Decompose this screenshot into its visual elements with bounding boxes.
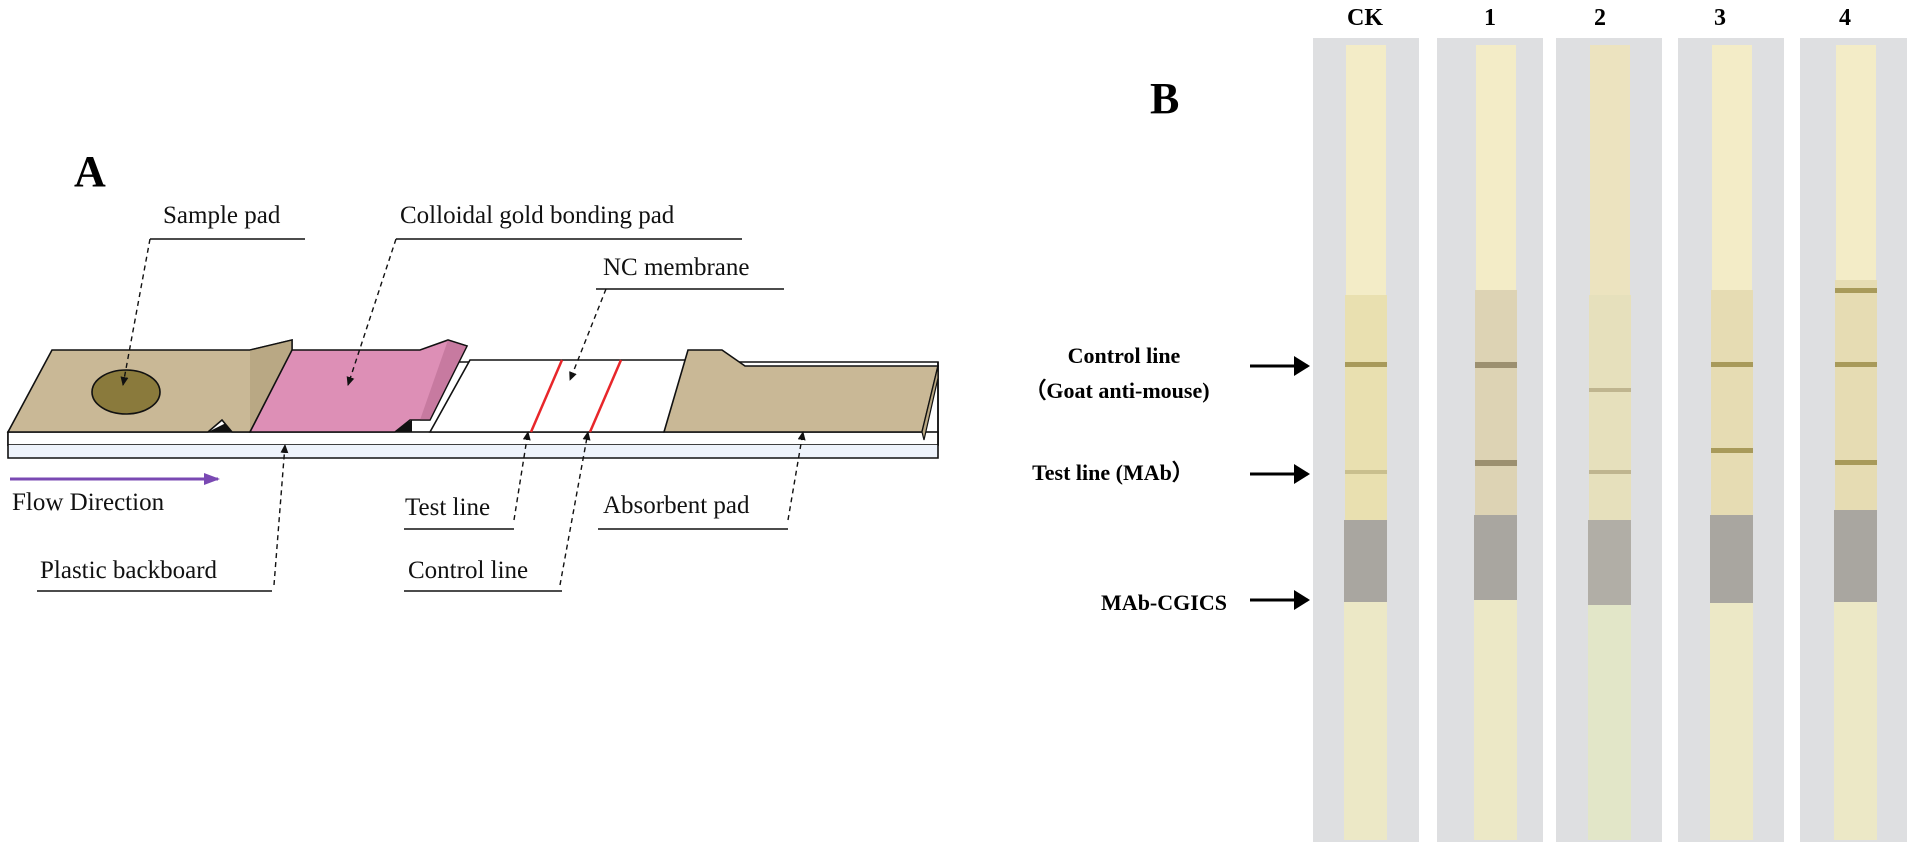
gold-pad-shape: [248, 339, 469, 433]
test-line-label: Test line: [405, 494, 490, 521]
sample-pad-label: Sample pad: [163, 202, 281, 229]
control-line-side-label: Control line: [1068, 343, 1181, 368]
strip-label-3: 3: [1714, 5, 1726, 31]
absorbent-pad-label: Absorbent pad: [603, 492, 750, 519]
strip-1: [1474, 45, 1517, 840]
flow-direction-label: Flow Direction: [12, 489, 165, 516]
strip-3: [1710, 45, 1753, 840]
panel-a: A: [6, 147, 940, 592]
strip-4: [1834, 45, 1877, 840]
panel-b-label: B: [1150, 74, 1179, 123]
side-arrows: [1250, 356, 1310, 610]
strip-label-1: 1: [1484, 5, 1496, 31]
test-line-mark: [529, 359, 564, 433]
nc-membrane-shape: [428, 359, 702, 433]
strip-label-ck: CK: [1347, 5, 1383, 31]
test-line-side-label: Test line (MAb）: [1032, 460, 1194, 485]
leader-lines: [120, 238, 806, 586]
sample-well: [91, 369, 161, 415]
label-underlines: [37, 238, 788, 592]
strip-label-2: 2: [1594, 5, 1606, 31]
mab-cgics-label: MAb-CGICS: [1101, 590, 1227, 615]
strip-label-4: 4: [1839, 5, 1851, 31]
absorbent-pad-shape: [662, 349, 940, 441]
strip-2: [1588, 45, 1631, 840]
panel-b: B CK 1 2 3 4: [1024, 5, 1907, 842]
control-line-mark: [588, 359, 623, 433]
gold-pad-label: Colloidal gold bonding pad: [400, 202, 675, 229]
goat-anti-mouse-label: （Goat anti-mouse): [1024, 378, 1209, 403]
sample-pad-shape: [6, 338, 293, 433]
panel-a-label: A: [74, 147, 106, 196]
strip-ck: [1344, 45, 1387, 840]
nc-membrane-label: NC membrane: [603, 254, 749, 281]
control-line-label: Control line: [408, 557, 528, 584]
plastic-backboard-label: Plastic backboard: [40, 557, 218, 584]
